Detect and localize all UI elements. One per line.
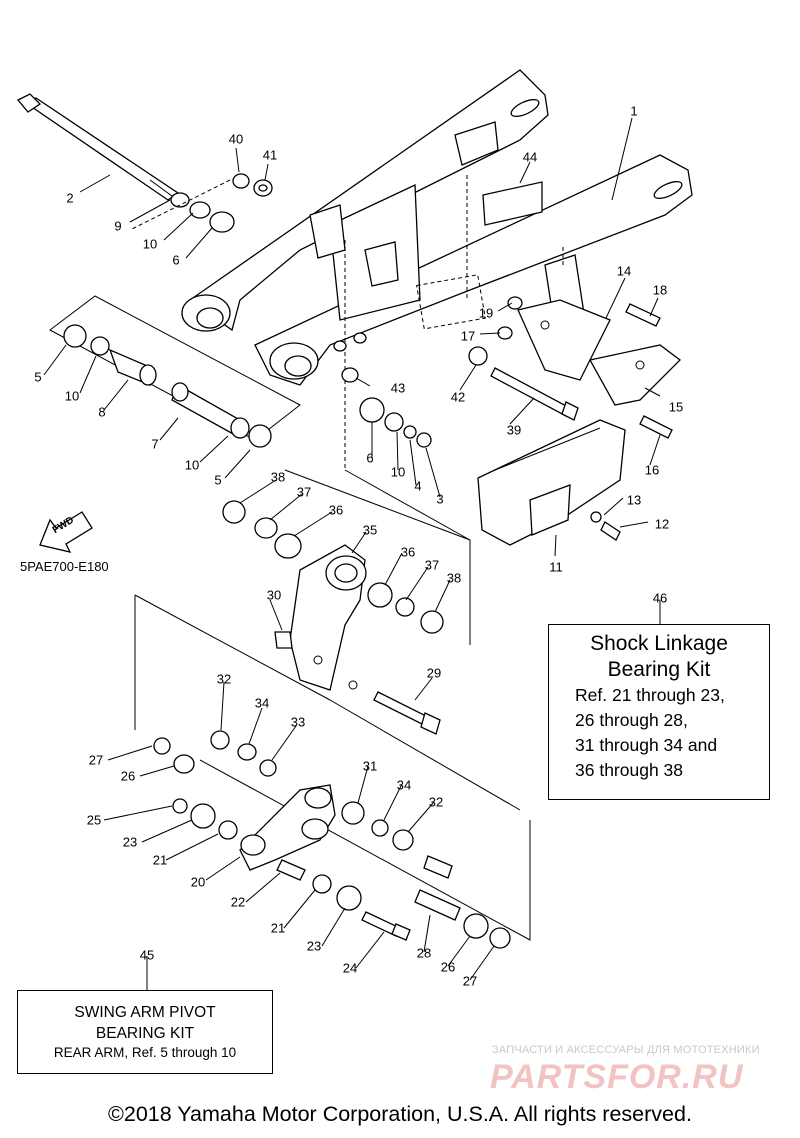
callout-13: 13 xyxy=(626,492,642,508)
callout-46: 46 xyxy=(652,590,668,606)
callout-26: 26 xyxy=(440,959,456,975)
callout-30: 30 xyxy=(266,587,282,603)
callout-21: 21 xyxy=(152,852,168,868)
callout-3: 3 xyxy=(436,491,444,507)
callout-5: 5 xyxy=(34,369,42,385)
callout-39: 39 xyxy=(506,422,522,438)
leader-lines xyxy=(43,117,661,990)
callout-27: 27 xyxy=(88,752,104,768)
callout-38: 38 xyxy=(270,469,286,485)
callout-20: 20 xyxy=(190,874,206,890)
callout-6: 6 xyxy=(172,252,180,268)
callout-18: 18 xyxy=(652,282,668,298)
kit45-title-line1: SWING ARM PIVOT xyxy=(74,1004,216,1021)
callout-14: 14 xyxy=(616,263,632,279)
callout-36: 36 xyxy=(328,502,344,518)
callout-15: 15 xyxy=(668,399,684,415)
guide-lines xyxy=(129,175,564,941)
bolt-39 xyxy=(490,367,579,421)
callout-23: 23 xyxy=(306,938,322,954)
swing-arm-pivot-kit-box: SWING ARM PIVOT BEARING KIT REAR ARM, Re… xyxy=(17,990,273,1074)
kit46-line2: 26 through 28, xyxy=(575,710,688,730)
callout-29: 29 xyxy=(426,665,442,681)
connecting-rod-group xyxy=(153,730,511,949)
callout-32: 32 xyxy=(428,794,444,810)
callout-11: 11 xyxy=(549,559,563,575)
callout-36: 36 xyxy=(400,544,416,560)
callout-23: 23 xyxy=(122,834,138,850)
watermark-logo: PARTSFOR.RU xyxy=(490,1058,744,1096)
callout-10: 10 xyxy=(64,388,80,404)
callout-12: 12 xyxy=(654,516,670,532)
kit45-line1: REAR ARM, Ref. 5 through 10 xyxy=(53,1045,237,1060)
pivot-shaft xyxy=(16,93,180,201)
callout-34: 34 xyxy=(254,695,270,711)
callout-44: 44 xyxy=(522,149,538,165)
shock-linkage-kit-box: Shock Linkage Bearing Kit Ref. 21 throug… xyxy=(548,624,770,800)
mid-small-parts xyxy=(333,332,488,448)
callout-4: 4 xyxy=(414,478,422,494)
callout-2: 2 xyxy=(66,190,74,206)
callout-27: 27 xyxy=(462,973,478,989)
fwd-arrow-icon xyxy=(39,511,93,553)
callout-22: 22 xyxy=(230,894,246,910)
callout-37: 37 xyxy=(424,557,440,573)
callout-43: 43 xyxy=(390,380,406,396)
callout-10: 10 xyxy=(184,457,200,473)
pivot-bearing-group xyxy=(49,295,301,448)
callout-40: 40 xyxy=(228,131,244,147)
kit46-title-line2: Bearing Kit xyxy=(607,658,711,681)
callout-17: 17 xyxy=(460,328,476,344)
callout-32: 32 xyxy=(216,671,232,687)
callout-33: 33 xyxy=(290,714,306,730)
callout-31: 31 xyxy=(362,758,378,774)
callout-1: 1 xyxy=(630,103,638,119)
callout-10: 10 xyxy=(390,464,406,480)
upper-left-small-parts xyxy=(170,173,273,233)
callout-21: 21 xyxy=(270,920,286,936)
kit46-line4: 36 through 38 xyxy=(575,760,684,780)
callout-42: 42 xyxy=(450,389,466,405)
callout-6: 6 xyxy=(366,450,374,466)
swing-arm xyxy=(181,69,693,386)
kit46-line3: 31 through 34 and xyxy=(575,735,718,755)
chain-slider xyxy=(477,419,626,546)
copyright-notice: ©2018 Yamaha Motor Corporation, U.S.A. A… xyxy=(108,1102,692,1126)
brackets xyxy=(497,296,681,439)
kit45-title-line2: BEARING KIT xyxy=(95,1025,195,1042)
callout-38: 38 xyxy=(446,570,462,586)
kit46-line1: Ref. 21 through 23, xyxy=(575,685,725,705)
callout-41: 41 xyxy=(262,147,278,163)
callout-45: 45 xyxy=(139,947,155,963)
relay-arm-group xyxy=(222,500,444,735)
watermark-tagline: ЗАПЧАСТИ И АКСЕССУАРЫ ДЛЯ МОТОТЕХНИКИ xyxy=(492,1044,760,1056)
callout-28: 28 xyxy=(416,945,432,961)
callout-35: 35 xyxy=(362,522,378,538)
callout-9: 9 xyxy=(114,218,122,234)
callout-24: 24 xyxy=(342,960,358,976)
callout-34: 34 xyxy=(396,777,412,793)
callout-8: 8 xyxy=(98,404,106,420)
callout-19: 19 xyxy=(478,305,494,321)
callout-26: 26 xyxy=(120,768,136,784)
callout-16: 16 xyxy=(644,462,660,478)
diagram-code: 5PAE700-E180 xyxy=(20,559,109,574)
kit46-title-line1: Shock Linkage xyxy=(590,632,728,655)
callout-7: 7 xyxy=(151,436,159,452)
callout-10: 10 xyxy=(142,236,158,252)
callout-25: 25 xyxy=(86,812,102,828)
callout-5: 5 xyxy=(214,472,222,488)
callout-37: 37 xyxy=(296,484,312,500)
